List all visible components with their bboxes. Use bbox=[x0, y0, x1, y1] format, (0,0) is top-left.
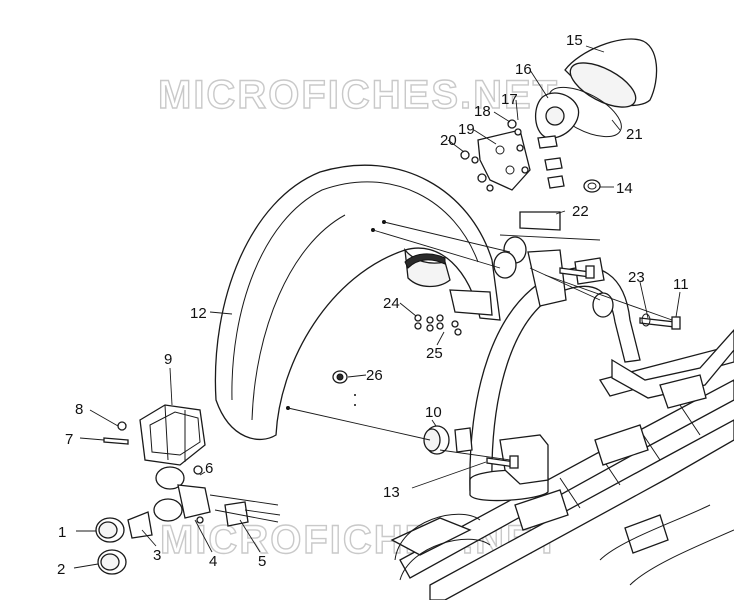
callout-20: 20 bbox=[440, 132, 457, 149]
callout-6: 6 bbox=[205, 460, 213, 477]
callout-16: 16 bbox=[515, 61, 532, 78]
tail-light-assembly bbox=[460, 38, 658, 231]
callout-21: 21 bbox=[626, 126, 643, 143]
callout-5: 5 bbox=[258, 553, 266, 570]
callout-19: 19 bbox=[458, 121, 475, 138]
callout-7: 7 bbox=[65, 431, 73, 448]
watermark-top: MICROFICHES.NET bbox=[158, 73, 559, 117]
callout-2: 2 bbox=[57, 561, 65, 578]
callout-3: 3 bbox=[153, 547, 161, 564]
callout-15: 15 bbox=[566, 32, 583, 49]
leader-lines bbox=[73, 45, 681, 569]
callout-11: 11 bbox=[673, 276, 689, 293]
callout-22: 22 bbox=[572, 203, 589, 220]
spacers bbox=[423, 236, 614, 455]
callout-17: 17 bbox=[501, 91, 518, 108]
callout-26: 26 bbox=[366, 367, 383, 384]
callout-25: 25 bbox=[426, 345, 443, 362]
rear-fender bbox=[214, 164, 501, 441]
callout-18: 18 bbox=[474, 103, 491, 120]
callout-14: 14 bbox=[616, 180, 633, 197]
rear-frame bbox=[390, 249, 734, 600]
callout-4: 4 bbox=[209, 553, 217, 570]
fasteners-24-25-26 bbox=[332, 314, 462, 406]
callout-13: 13 bbox=[383, 484, 400, 501]
callout-12: 12 bbox=[190, 305, 207, 322]
callout-23: 23 bbox=[628, 269, 645, 286]
callout-24: 24 bbox=[383, 295, 400, 312]
bolts bbox=[486, 265, 681, 469]
turn-signals bbox=[95, 465, 281, 575]
alignment-lines bbox=[287, 221, 673, 461]
callout-1: 1 bbox=[58, 524, 66, 541]
callout-8: 8 bbox=[75, 401, 83, 418]
callout-10: 10 bbox=[425, 404, 442, 421]
bracket-9 bbox=[103, 404, 206, 466]
callout-9: 9 bbox=[164, 351, 172, 368]
callout-labels: 1 2 3 4 5 6 7 8 9 10 11 12 13 14 15 16 1… bbox=[57, 32, 689, 578]
